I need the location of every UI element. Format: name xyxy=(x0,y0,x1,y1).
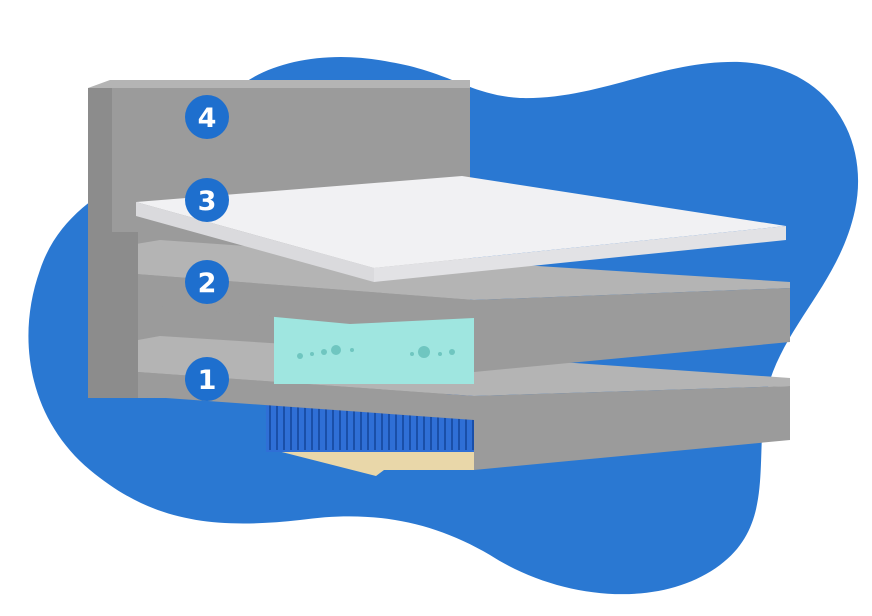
gel-bubble xyxy=(321,349,327,355)
headboard-top xyxy=(88,80,470,88)
badge-3-label: 3 xyxy=(198,186,217,217)
badge-3: 3 xyxy=(185,178,229,222)
gel-bubble xyxy=(331,345,341,355)
cover-top xyxy=(136,176,786,268)
gel-bubble xyxy=(410,352,414,356)
badge-1: 1 xyxy=(185,357,229,401)
layer-1-left-edge xyxy=(112,306,138,398)
badge-1-label: 1 xyxy=(198,365,217,396)
gel-bubble xyxy=(418,346,430,358)
gel-bubble xyxy=(310,352,314,356)
gel-bubble xyxy=(350,348,354,352)
badge-4: 4 xyxy=(185,95,229,139)
layer-1-side xyxy=(474,386,790,470)
layer-2-left-edge xyxy=(112,232,138,312)
gel-bubble xyxy=(438,352,442,356)
gel-bubble xyxy=(297,353,303,359)
layer-2-side xyxy=(474,288,790,372)
cover-front xyxy=(136,202,374,282)
gel-bubble xyxy=(449,349,455,355)
badge-4-label: 4 xyxy=(198,103,217,134)
layer-3-cover xyxy=(136,176,786,282)
cover-side xyxy=(374,226,786,282)
badge-2-label: 2 xyxy=(198,268,217,299)
badge-2: 2 xyxy=(185,260,229,304)
headboard-edge xyxy=(88,88,112,398)
